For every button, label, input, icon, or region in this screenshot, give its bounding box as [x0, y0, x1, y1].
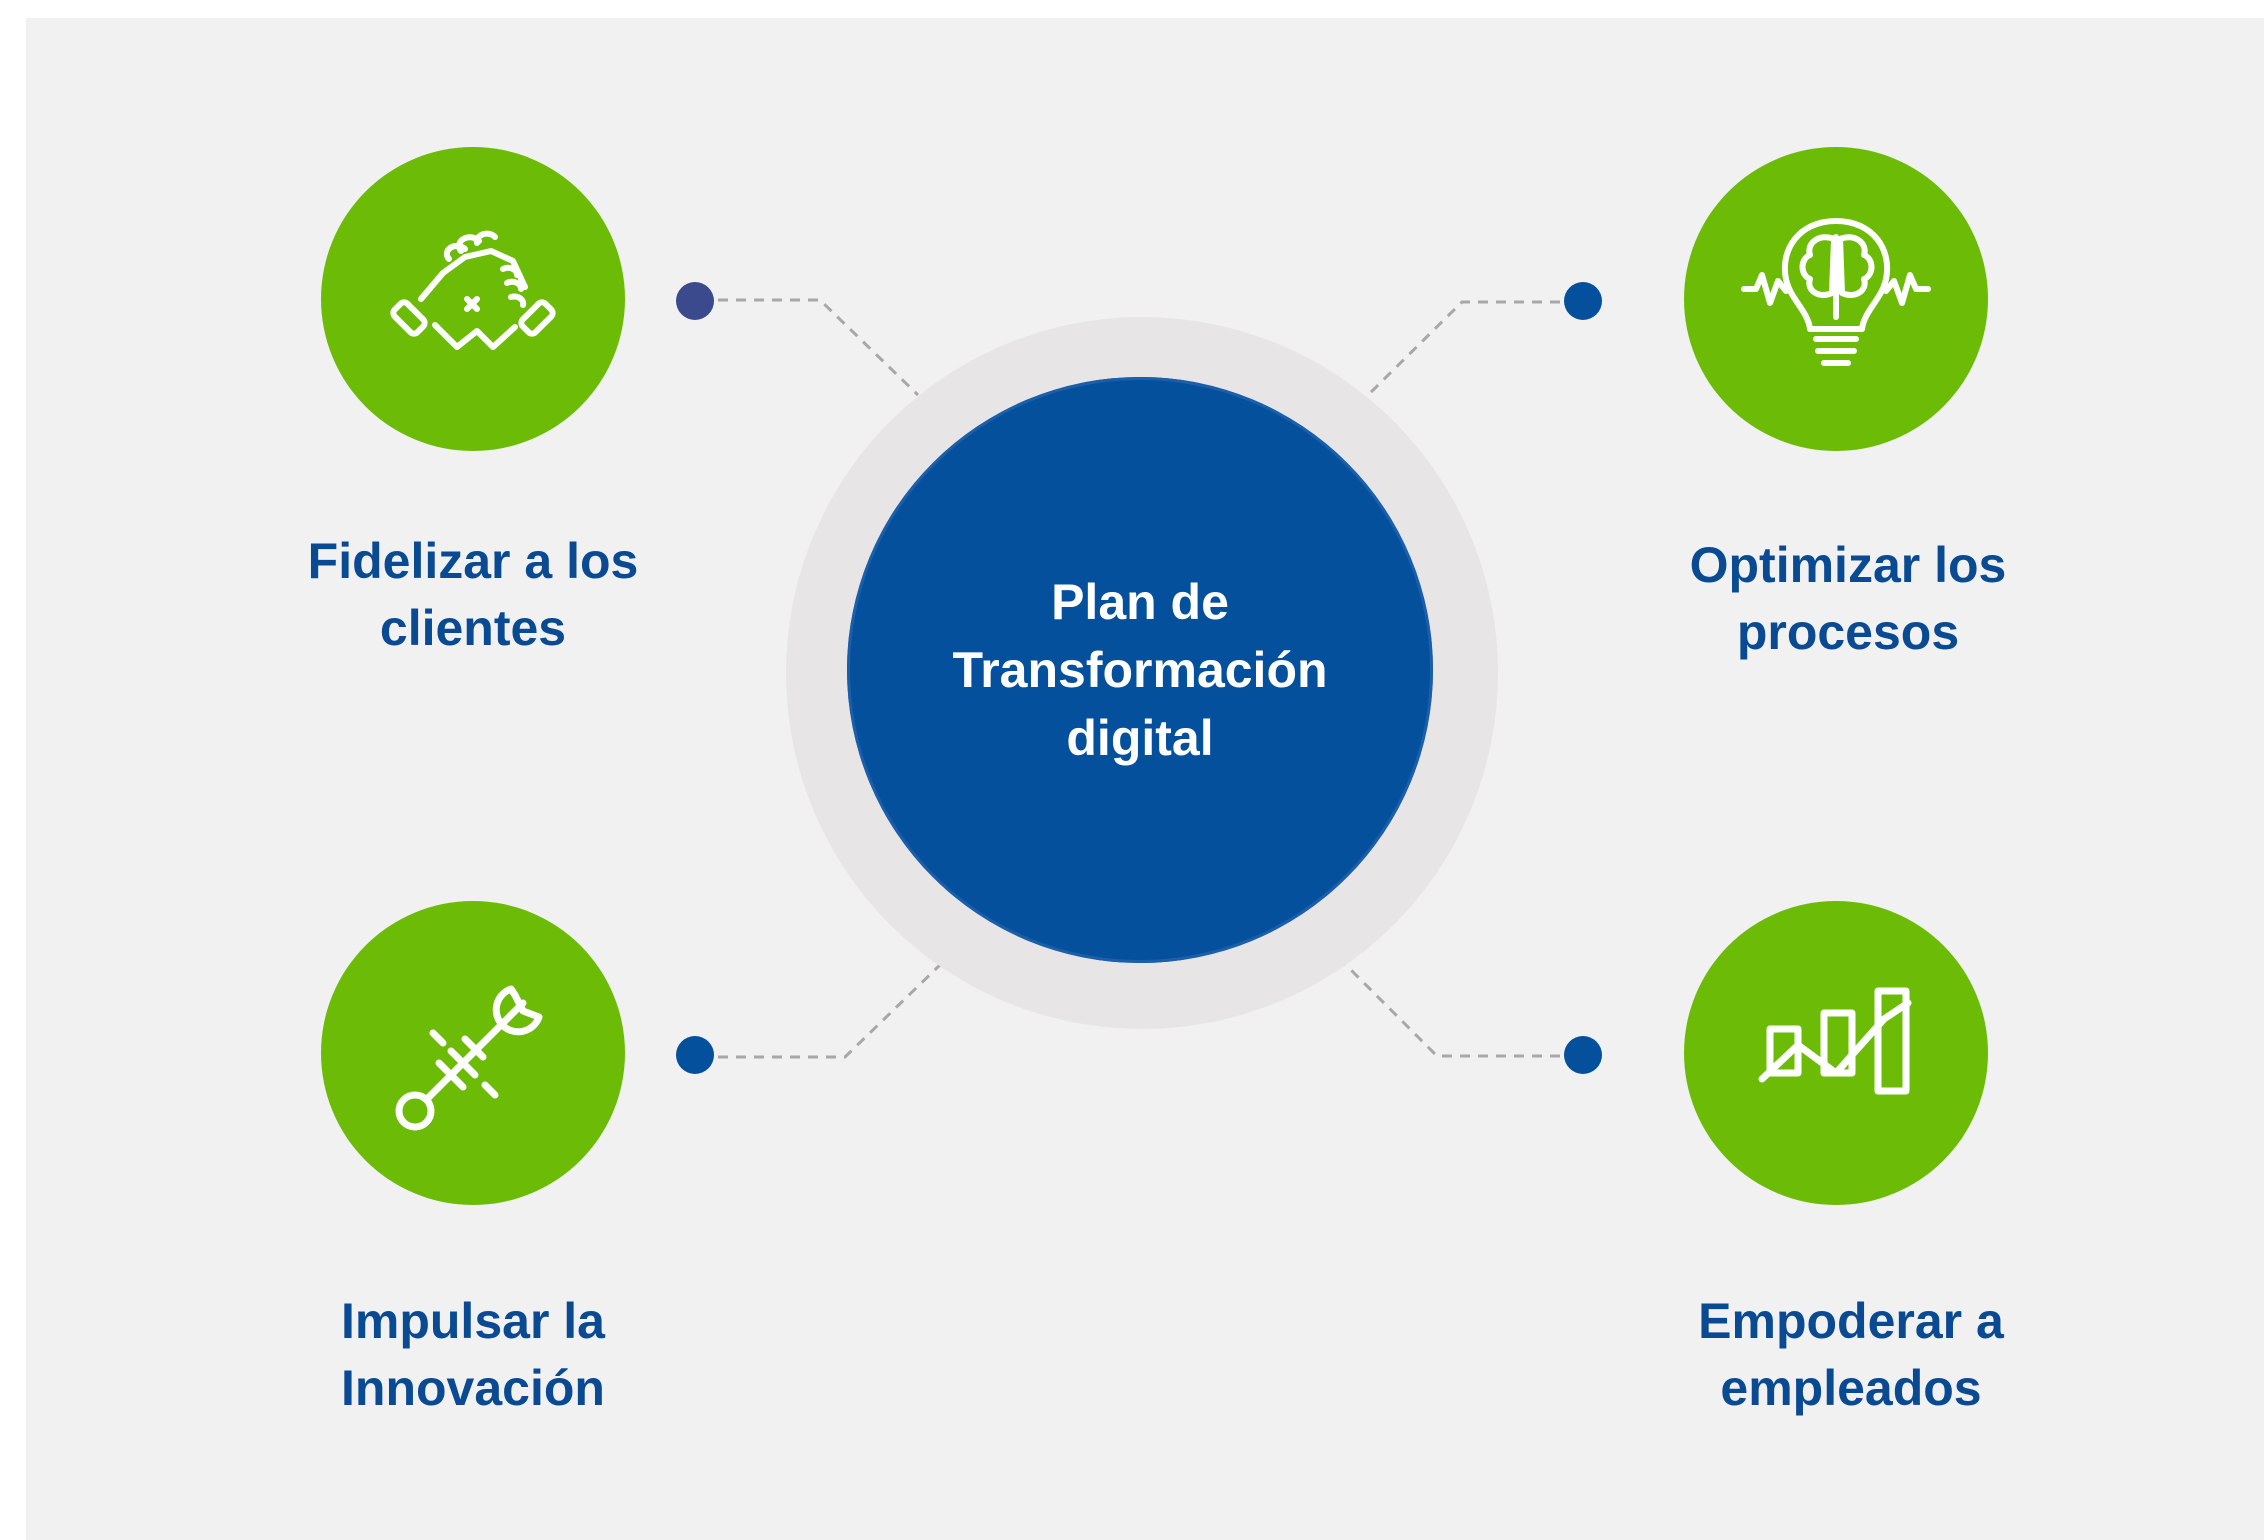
- pillar-label-fidelizar: Fidelizar a los clientes: [307, 533, 639, 656]
- pillar-circle-empoderar: [1684, 901, 1988, 1205]
- pillar-circle-impulsar: [321, 901, 625, 1205]
- connector-dot-bottom-right: [1564, 1036, 1602, 1074]
- pillar-circle-optimizar: [1684, 147, 1988, 451]
- connector-dot-top-left: [676, 282, 714, 320]
- handshake-icon: [390, 230, 556, 350]
- connector-dot-bottom-left: [676, 1036, 714, 1074]
- connector-top-left: [700, 298, 920, 397]
- pillar-label-empoderar: Empoderar a empleados: [1698, 1293, 2004, 1416]
- pillar-circle-fidelizar: [321, 147, 625, 451]
- connector-bottom-right: [1341, 960, 1578, 1058]
- central-hub: Plan de Transformación digital: [847, 377, 1433, 963]
- wrench-tools-icon: [395, 985, 543, 1131]
- hub-title: Plan de Transformación digital: [952, 574, 1328, 766]
- pillar-label-impulsar: Impulsar la Innovación: [341, 1293, 605, 1416]
- lightbulb-brain-icon: [1741, 218, 1931, 366]
- connector-bottom-left: [700, 961, 944, 1059]
- connector-top-right: [1363, 300, 1578, 400]
- growth-chart-icon: [1758, 987, 1912, 1095]
- pillar-label-optimizar: Optimizar los procesos: [1689, 537, 2007, 660]
- connector-dot-top-right: [1564, 282, 1602, 320]
